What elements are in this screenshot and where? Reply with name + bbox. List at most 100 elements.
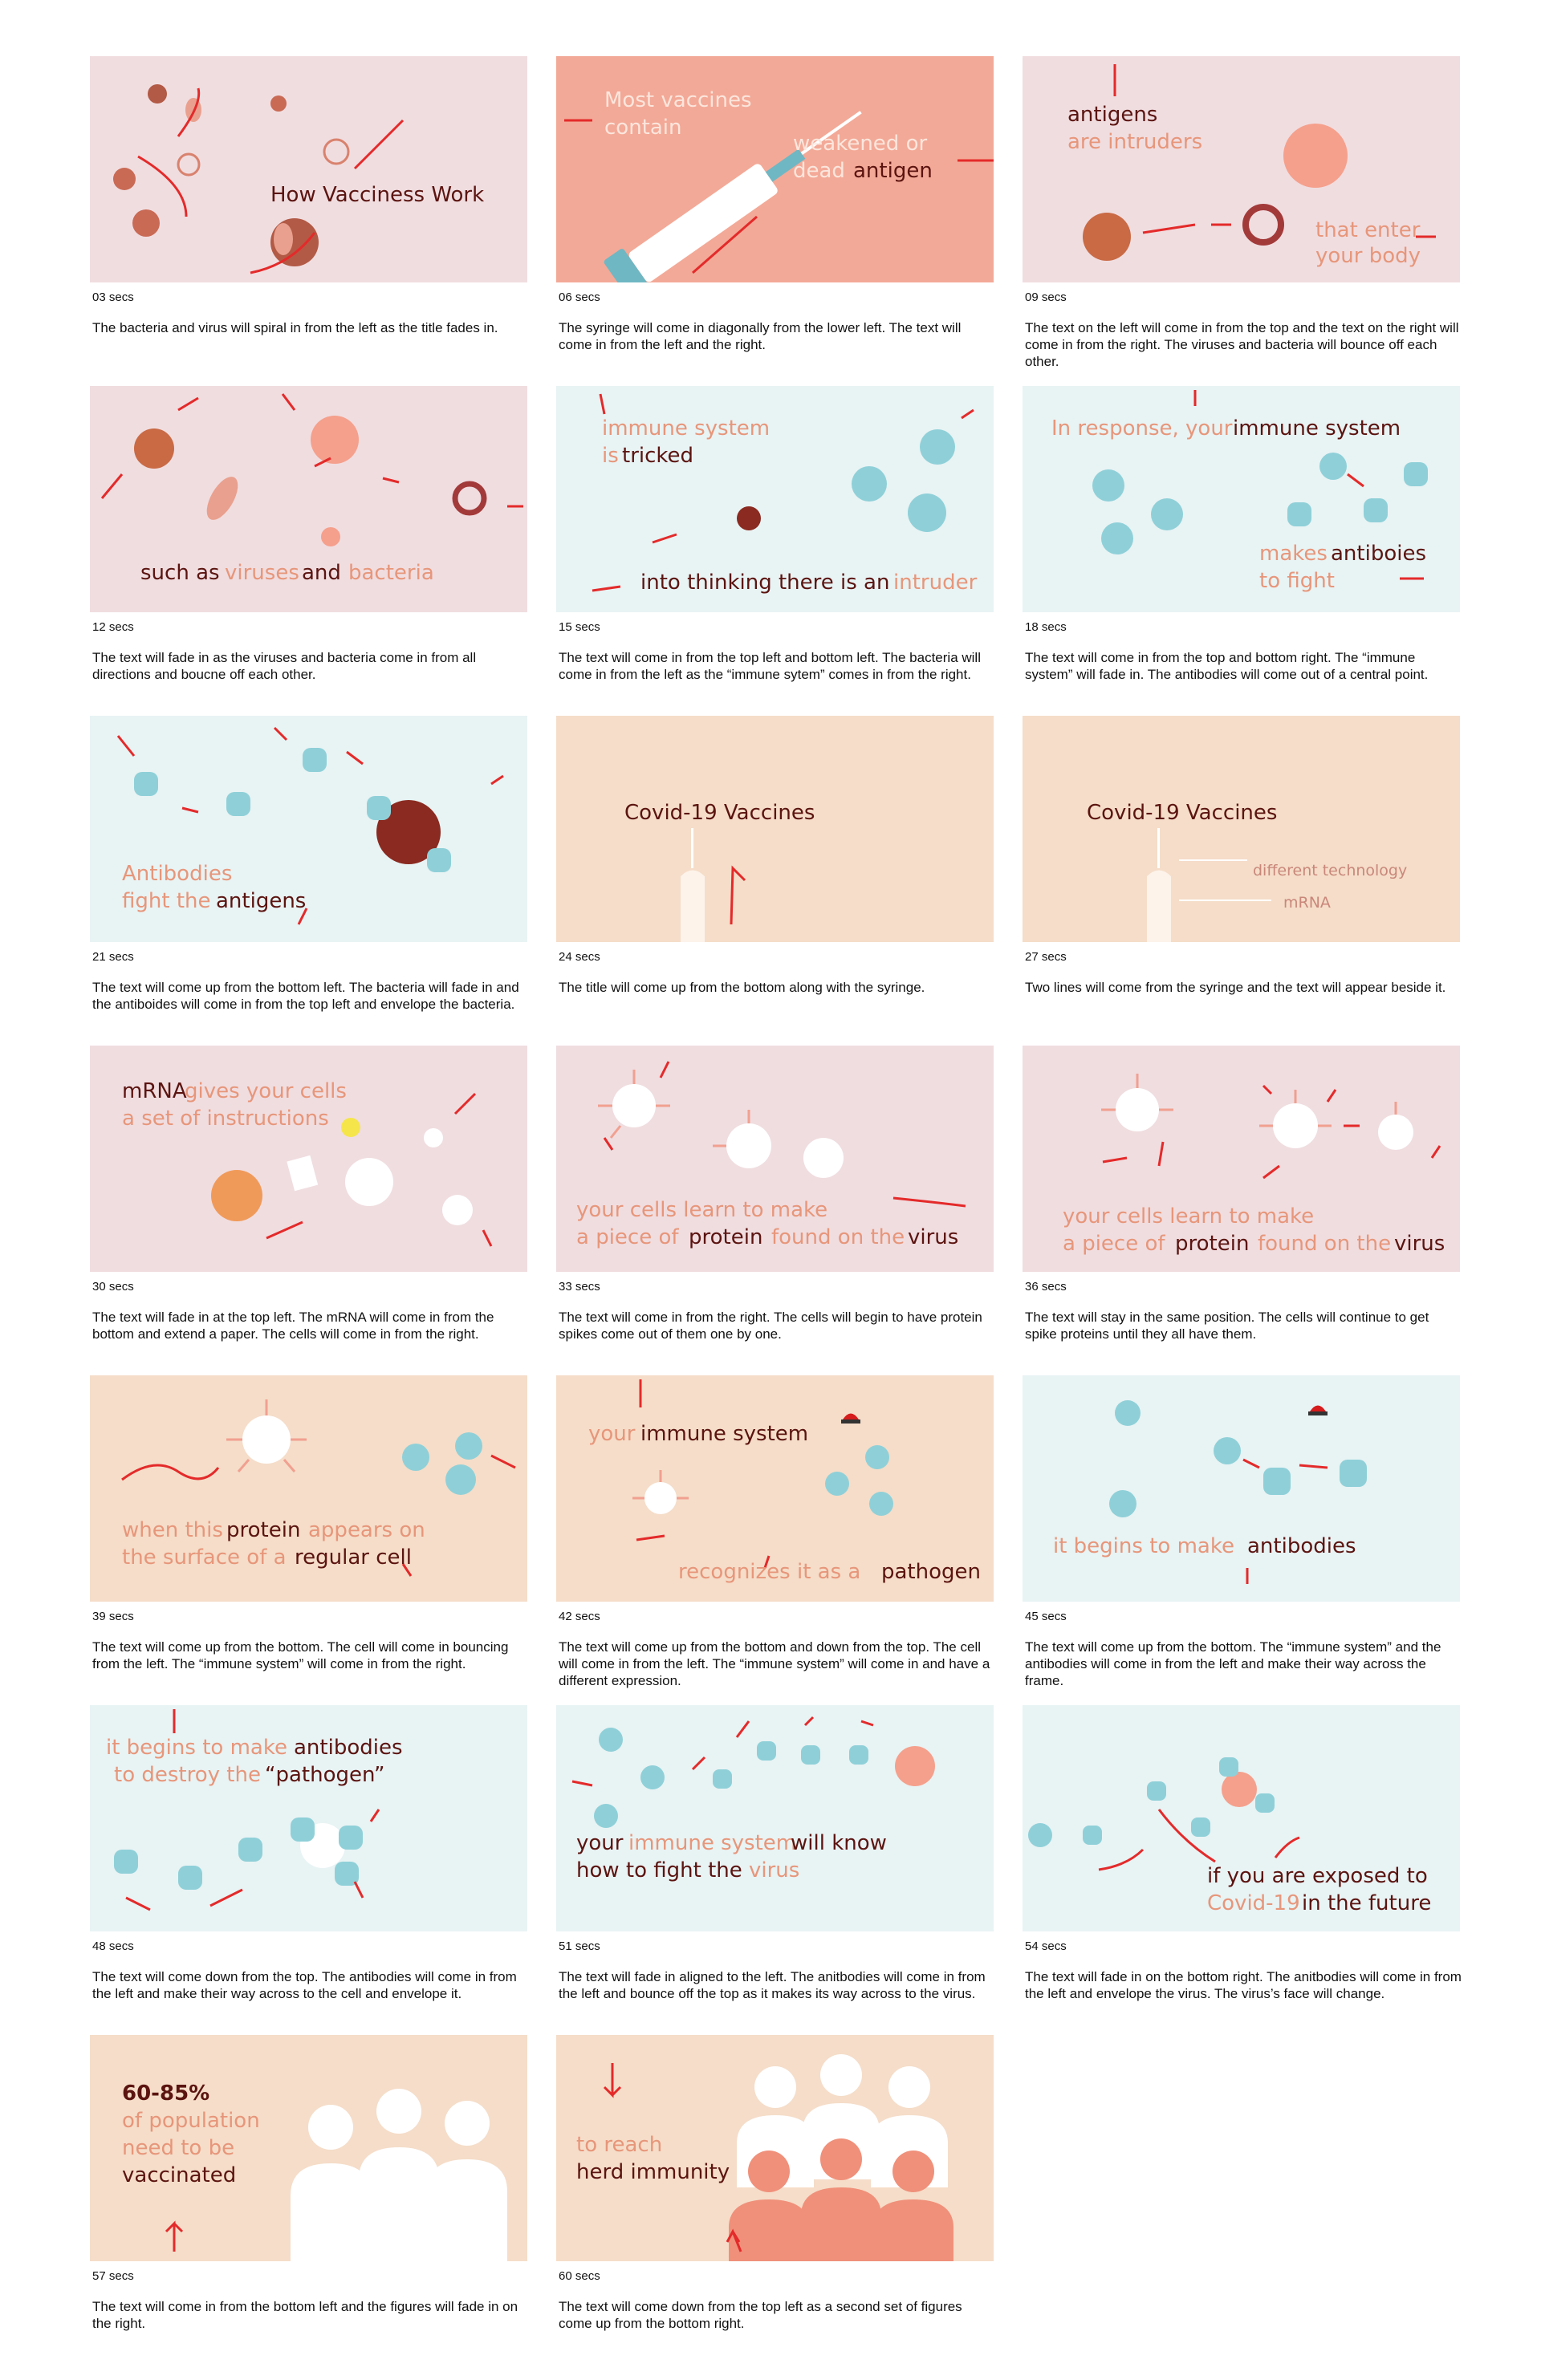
storyboard-panel-7: Antibodies fight the antigens	[90, 716, 527, 942]
storyboard-panel-3: antigens are intruders that enter your b…	[1023, 56, 1460, 282]
duration-label: 30 secs	[92, 1280, 134, 1294]
panel-description: The text will come down from the top lef…	[559, 2299, 962, 2331]
panel-description: The text will come in from the top left …	[559, 650, 981, 682]
storyboard-panel-10: mRNA gives your cells a set of instructi…	[90, 1046, 527, 1272]
text-a-piece-of: a piece of	[576, 1225, 679, 1249]
panel-illustration	[1028, 1757, 1300, 1871]
text-protein: protein	[226, 1518, 301, 1542]
text-if-exposed: if you are exposed to	[1207, 1864, 1428, 1888]
duration-label: 54 secs	[1025, 1939, 1067, 1953]
panel-illustration	[592, 393, 974, 592]
panel-illustration	[1083, 64, 1436, 261]
text-contain: contain	[604, 116, 682, 140]
panel-description: The text on the left will come in from t…	[1025, 320, 1459, 369]
storyboard-panel-11: your cells learn to make a piece of prot…	[556, 1046, 994, 1272]
storyboard-panel-4: such as viruses and bacteria	[90, 386, 527, 612]
panel-description: The text will fade in at the top left. T…	[92, 1310, 494, 1342]
panel-description: The text will fade in on the bottom righ…	[1025, 1969, 1462, 2001]
text-intruder: intruder	[893, 571, 978, 595]
text-gives-your-cells: gives your cells	[185, 1079, 347, 1103]
storyboard-panel-2: Most vaccines contain weakened or dead a…	[556, 56, 994, 282]
panel-illustration	[121, 1399, 516, 1577]
storyboard-panel-14: your immune system recognizes it as a pa…	[556, 1375, 994, 1602]
duration-label: 18 secs	[1025, 620, 1067, 634]
text-appears-on: appears on	[308, 1518, 425, 1542]
text-makes: makes	[1259, 542, 1328, 566]
duration-label: 45 secs	[1025, 1610, 1067, 1623]
text-protein: protein	[1175, 1232, 1250, 1256]
text-weakened: weakened or	[793, 132, 928, 156]
people-figures	[603, 2054, 953, 2261]
panel-illustration	[211, 1092, 493, 1247]
text-antigens: antigens	[216, 889, 307, 913]
panel-description: The text will come in from the right. Th…	[559, 1310, 982, 1342]
text-tricked: tricked	[622, 444, 694, 468]
syringe-illustration	[681, 828, 746, 942]
storyboard-panel-17: your immune system will know how to figh…	[556, 1705, 994, 1931]
panel-illustration	[632, 1379, 893, 1569]
text-to-reach: to reach	[576, 2133, 663, 2157]
duration-label: 39 secs	[92, 1610, 134, 1623]
duration-label: 12 secs	[92, 620, 134, 634]
panel-illustration	[113, 84, 405, 274]
text-cells-learn: your cells learn to make	[576, 1198, 828, 1222]
text-begins-to-make: it begins to make	[1053, 1534, 1234, 1558]
duration-label: 06 secs	[559, 290, 600, 304]
panel-description: The text will come in from the top and b…	[1025, 650, 1429, 682]
duration-label: 24 secs	[559, 950, 600, 964]
text-in-the-future: in the future	[1302, 1891, 1432, 1915]
duration-label: 27 secs	[1025, 950, 1067, 964]
text-percentage: 60-85%	[122, 2081, 210, 2106]
text-and: and	[302, 561, 341, 585]
text-immune-system: immune system	[602, 416, 770, 441]
text-immune-system: immune system	[1233, 416, 1401, 441]
text-how-to-fight: how to fight the	[576, 1858, 742, 1882]
storyboard-panel-20: to reach herd immunity	[556, 2035, 994, 2261]
text-antigen: antigen	[853, 159, 933, 183]
text-mrna: mRNA	[1283, 894, 1331, 912]
panel-description: The text will fade in as the viruses and…	[92, 650, 477, 682]
text-need-to-be: need to be	[122, 2136, 235, 2160]
storyboard-panel-13: when this protein appears on the surface…	[90, 1375, 527, 1602]
panel-illustration	[114, 1709, 380, 1911]
panel-description: The text will come up from the bottom. T…	[92, 1639, 509, 1671]
text-cells-learn: your cells learn to make	[1063, 1204, 1315, 1229]
duration-label: 09 secs	[1025, 290, 1067, 304]
storyboard-panel-1: How Vacciness Work	[90, 56, 527, 282]
storyboard-panel-9: Covid-19 Vaccines different technology m…	[1023, 716, 1460, 942]
syringe-illustration	[1147, 828, 1271, 942]
text-immune-system: immune system	[628, 1831, 797, 1855]
duration-label: 57 secs	[92, 2269, 134, 2283]
panel-description: The text will fade in aligned to the lef…	[559, 1969, 986, 2001]
duration-label: 48 secs	[92, 1939, 134, 1953]
storyboard-panel-12: your cells learn to make a piece of prot…	[1023, 1046, 1460, 1272]
text-into-thinking: into thinking there is an	[640, 571, 890, 595]
text-antibodies: Antibodies	[122, 862, 233, 886]
syringe-illustration	[564, 111, 994, 282]
panel-illustration	[1092, 390, 1428, 580]
text-will-know: will know	[791, 1831, 887, 1855]
text-covid-19: Covid-19	[1207, 1891, 1300, 1915]
text-virus: virus	[1394, 1232, 1445, 1256]
text-dead: dead	[793, 159, 845, 183]
storyboard-panel-15: it begins to make antibodies	[1023, 1375, 1460, 1602]
text-a-piece-of: a piece of	[1063, 1232, 1165, 1256]
text-antibodies: antibodies	[1247, 1534, 1356, 1558]
panel-illustration	[116, 726, 504, 925]
text-herd-immunity: herd immunity	[576, 2160, 730, 2184]
duration-label: 03 secs	[92, 290, 134, 304]
storyboard-panel-8: Covid-19 Vaccines	[556, 716, 994, 942]
text-antiboies: antiboies	[1331, 542, 1427, 566]
panel-description: The text will stay in the same position.…	[1025, 1310, 1429, 1342]
panel-illustration	[1109, 1400, 1367, 1584]
text-your: your	[588, 1422, 636, 1446]
text-virus: virus	[749, 1858, 800, 1882]
text-begins-to-make: it begins to make	[106, 1736, 287, 1760]
text-different-technology: different technology	[1253, 862, 1408, 879]
text-when-this: when this	[122, 1518, 223, 1542]
text-your: your	[576, 1831, 624, 1855]
storyboard-panel-5: immune system is tricked into thinking t…	[556, 386, 994, 612]
duration-label: 36 secs	[1025, 1280, 1067, 1294]
panel-illustration	[1101, 1074, 1441, 1180]
panel-title: Covid-19 Vaccines	[1087, 801, 1278, 825]
